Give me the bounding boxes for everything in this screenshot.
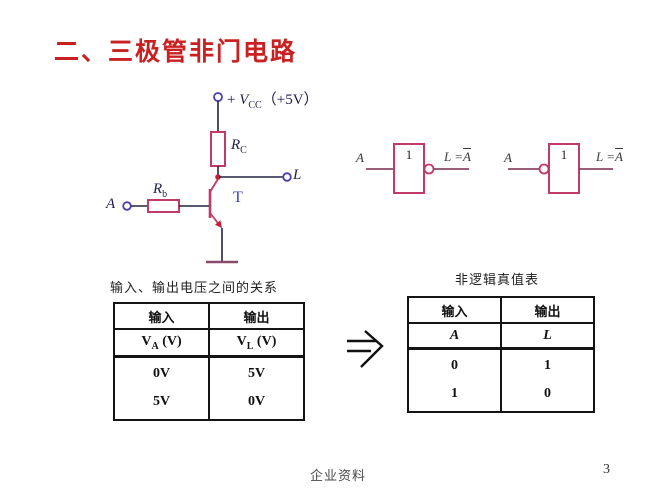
voltage-cell: 0V bbox=[152, 365, 171, 381]
gate2-output-eq: L = bbox=[596, 149, 616, 164]
va-subscript: A bbox=[151, 340, 159, 352]
vcc-value: （+5V） bbox=[261, 92, 319, 108]
circuit-schematic bbox=[122, 92, 292, 264]
truth-table-variable-row: A L bbox=[409, 324, 593, 350]
page-number: 3 bbox=[603, 462, 610, 477]
footer-watermark: 企业资料 bbox=[310, 468, 367, 483]
truth-cell: 0 bbox=[451, 358, 458, 373]
transistor-collector-lead bbox=[209, 178, 219, 193]
truth-table: 输入 输出 A L 0 1 1 0 bbox=[407, 296, 595, 413]
gate1-input-var: A bbox=[356, 150, 364, 165]
truth-table-header-output: 输出 bbox=[534, 304, 561, 319]
vcc-label: + VCC（+5V） bbox=[227, 88, 319, 111]
gate2-output-label: L =A bbox=[596, 149, 623, 165]
voltage-table-variable-row: VA (V) VL (V) bbox=[115, 330, 303, 358]
gate1-input-label: A bbox=[356, 150, 364, 166]
slide-title: 二、三极管非门电路 bbox=[54, 38, 298, 66]
collector-node-dot bbox=[215, 174, 221, 180]
voltage-table-var-out: VL (V) bbox=[210, 330, 303, 355]
truth-cell: 1 bbox=[451, 386, 458, 401]
rc-symbol: R bbox=[231, 137, 241, 153]
vcc-plus: + bbox=[227, 92, 236, 108]
rc-label: RC bbox=[231, 137, 247, 156]
vcc-subscript: CC bbox=[248, 100, 262, 111]
output-terminal-label: L bbox=[293, 167, 301, 184]
voltage-cell: 5V bbox=[152, 393, 171, 409]
voltage-table-header-input: 输入 bbox=[115, 304, 210, 328]
vl-symbol: V bbox=[236, 334, 247, 349]
vcc-symbol: V bbox=[239, 92, 249, 108]
gate2-input-var: A bbox=[504, 150, 512, 165]
not-gate-symbol-output-bubble bbox=[366, 143, 469, 194]
voltage-table-data: 0V 5V 5V 0V bbox=[115, 357, 303, 419]
resistor-rb bbox=[147, 199, 180, 213]
voltage-table-var-in: VA (V) bbox=[115, 330, 210, 355]
truth-table-header-input: 输入 bbox=[409, 298, 502, 322]
truth-table-var-a: A bbox=[409, 324, 502, 347]
input-terminal-label: A bbox=[106, 196, 115, 213]
rb-label: Rb bbox=[153, 181, 167, 200]
voltage-cell: 0V bbox=[247, 393, 266, 409]
output-var: L bbox=[293, 167, 302, 183]
voltage-table: 输入 输出 VA (V) VL (V) 0V 5V 5V 0V bbox=[113, 302, 305, 421]
input-terminal-circle bbox=[122, 201, 132, 211]
truth-cell: 1 bbox=[544, 358, 551, 373]
rc-subscript: C bbox=[240, 145, 247, 156]
voltage-table-input-column: 0V 5V bbox=[115, 357, 210, 419]
truth-table-header-row: 输入 输出 bbox=[409, 298, 593, 324]
gate2-inversion-bubble bbox=[538, 163, 550, 175]
input-var: A bbox=[106, 196, 116, 212]
voltage-table-header-output: 输出 bbox=[243, 310, 270, 325]
va-symbol: V bbox=[141, 334, 152, 349]
resistor-rc bbox=[210, 131, 226, 167]
emitter-arrowhead bbox=[215, 220, 222, 228]
gate1-function-symbol: 1 bbox=[405, 147, 413, 162]
transistor-label: T bbox=[233, 189, 243, 206]
not-gate-symbol-input-bubble bbox=[508, 143, 613, 194]
voltage-table-title: 输入、输出电压之间的关系 bbox=[110, 280, 279, 295]
vl-unit: (V) bbox=[256, 334, 277, 349]
voltage-table-output-column: 5V 0V bbox=[210, 358, 303, 419]
truth-table-data: 0 1 1 0 bbox=[409, 350, 593, 411]
vl-subscript: L bbox=[246, 340, 254, 352]
truth-table-var-l: L bbox=[543, 328, 552, 343]
gate1-inversion-bubble bbox=[423, 163, 435, 175]
implies-arrow-icon bbox=[347, 330, 384, 368]
output-terminal-circle bbox=[282, 172, 292, 182]
gate1-output-eq: L = bbox=[444, 149, 464, 164]
truth-cell: 0 bbox=[544, 386, 551, 401]
gate2-output-var-overline: A bbox=[615, 149, 623, 164]
rb-symbol: R bbox=[153, 181, 163, 197]
gate1-output-var-overline: A bbox=[463, 149, 471, 164]
truth-table-output-column: 1 0 bbox=[502, 350, 593, 411]
gate2-input-label: A bbox=[504, 150, 512, 166]
truth-table-input-column: 0 1 bbox=[409, 350, 502, 411]
gate2-function-symbol: 1 bbox=[560, 147, 568, 162]
rb-subscript: b bbox=[162, 189, 168, 200]
voltage-table-header-row: 输入 输出 bbox=[115, 304, 303, 330]
gate1-output-label: L =A bbox=[444, 149, 471, 165]
va-unit: (V) bbox=[162, 334, 182, 349]
truth-table-title: 非逻辑真值表 bbox=[455, 272, 540, 287]
voltage-cell: 5V bbox=[247, 365, 266, 381]
vcc-terminal bbox=[213, 92, 223, 102]
